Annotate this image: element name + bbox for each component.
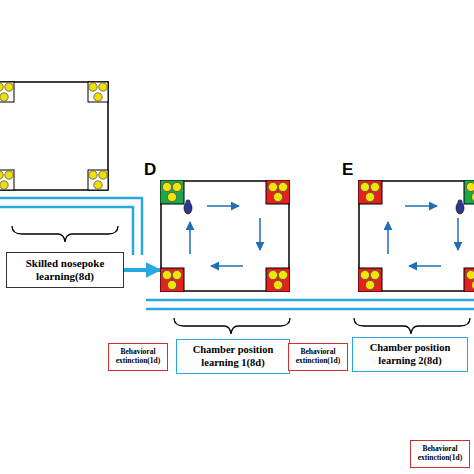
stage-box: Chamber position learning 2(8d)	[352, 337, 468, 372]
stage-label: Chamber position learning 1(8d)	[181, 344, 285, 368]
stage-box: Behavioral extinction(1d)	[288, 343, 348, 371]
training-chamber: E	[358, 180, 474, 292]
training-chamber	[0, 82, 108, 190]
stage-label: Skilled nosepoke learning(8d)	[11, 257, 119, 282]
stage-label: Chamber position learning 2(8d)	[357, 342, 463, 366]
flow-arrow	[124, 268, 160, 272]
chamber-drawing	[358, 180, 474, 292]
stage-label: Behavioral extinction(1d)	[293, 348, 343, 365]
panel-letter: D	[144, 160, 156, 180]
stage-label: Behavioral extinction(1d)	[113, 348, 163, 365]
panel-letter: E	[342, 160, 353, 180]
chamber-drawing	[160, 180, 290, 292]
stage-box: Behavioral extinction(1d)	[410, 440, 470, 468]
stage-box: Chamber position learning 1(8d)	[176, 339, 290, 374]
stage-box: Skilled nosepoke learning(8d)	[6, 252, 124, 288]
stage-box: Behavioral extinction(1d)	[108, 343, 168, 371]
training-chamber: D	[160, 180, 290, 292]
stage-label: Behavioral extinction(1d)	[415, 445, 465, 462]
